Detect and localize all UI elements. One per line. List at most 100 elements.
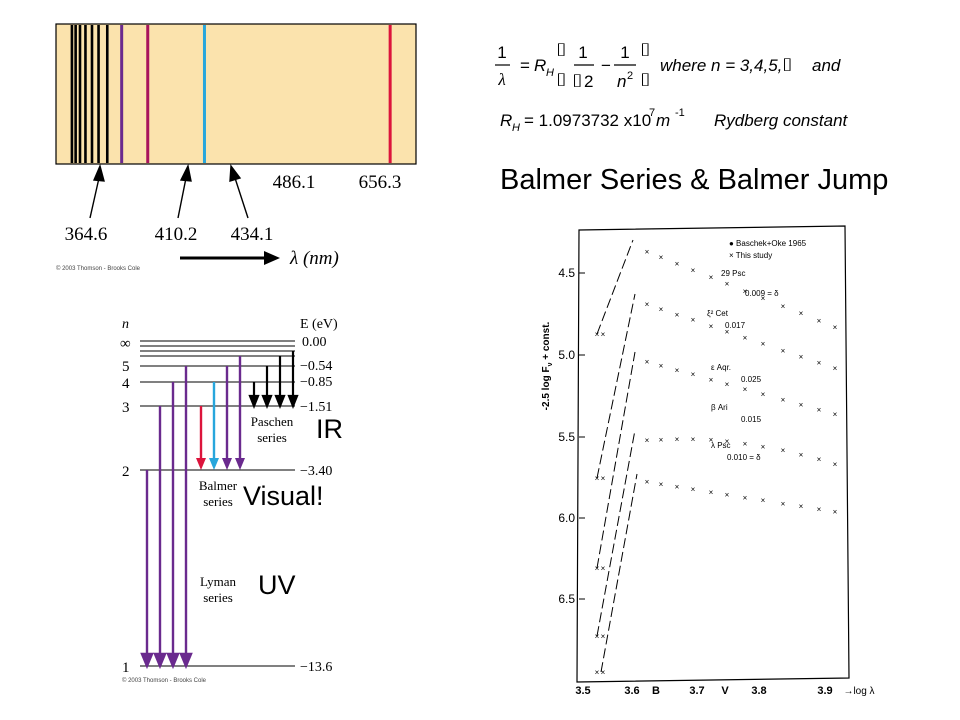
x-tick-39: 3.9	[817, 685, 832, 697]
plot-point-2: ×	[645, 248, 650, 257]
formula-n: n	[617, 72, 626, 91]
pointer-arrow-434	[234, 177, 249, 219]
n-header: n	[122, 317, 129, 332]
plot-point-31: ×	[659, 361, 664, 370]
plot-point-30: ×	[645, 357, 650, 366]
rh-unit-exp: -1	[675, 107, 685, 119]
plot-point-20: ×	[709, 322, 714, 331]
pointer-arrow-410	[177, 177, 187, 219]
plot-point-63: ×	[725, 490, 730, 499]
plot-point-55: ×	[833, 460, 838, 469]
plot-point-62: ×	[709, 488, 714, 497]
lyman-label-1: Lyman	[200, 574, 237, 589]
plot-point-57: ×	[601, 668, 606, 677]
y-axis-label: -2.5 log Fν + const.	[541, 321, 554, 410]
jump-line-2	[596, 293, 636, 479]
plot-point-65: ×	[761, 496, 766, 505]
star-name-betaari: β Ari	[711, 403, 728, 412]
pointer-arrowhead-434	[229, 164, 242, 182]
rh-symbol: R	[500, 111, 512, 130]
x-tick-38: 3.8	[751, 685, 766, 697]
label-656: 656.3	[359, 172, 402, 193]
label-364: 364.6	[65, 224, 108, 245]
wavelength-arrowhead	[264, 251, 280, 265]
level-n-3: 3	[122, 400, 130, 416]
plot-point-4: ×	[675, 260, 680, 269]
level-e-3: −1.51	[300, 400, 332, 415]
plot-point-67: ×	[799, 502, 804, 511]
star-name-epsaqr: ε Aqr.	[711, 363, 731, 372]
level-e-2: −3.40	[300, 464, 332, 479]
visual-label: Visual!	[243, 481, 324, 511]
plot-point-7: ×	[725, 280, 730, 289]
formula-one-b: 1	[578, 43, 587, 62]
formula-glyph-1: ⌷	[556, 40, 567, 60]
balmer-label-2: series	[203, 494, 233, 509]
level-e-inf: 0.00	[302, 335, 327, 350]
plot-point-16: ×	[645, 300, 650, 309]
star-name-xi2cet: ξ² Cet	[707, 309, 729, 318]
spectrum-credit: © 2003 Thomson - Brooks Cole	[56, 265, 141, 272]
plot-point-27: ×	[833, 364, 838, 373]
plot-frame	[576, 225, 850, 683]
plot-point-14: ×	[595, 474, 600, 483]
level-e-4: −0.85	[300, 375, 332, 390]
x-band-b: B	[652, 685, 660, 697]
rydberg-formula: 1 λ = R H ⌷ ⌷ 1 ⌷ 2 − 1 n 2 ⌷ ⌷ where n …	[495, 40, 849, 134]
level-n-4: 4	[122, 376, 130, 392]
plot-point-36: ×	[743, 385, 748, 394]
x-tick-35: 3.5	[575, 685, 590, 697]
jump-line-5	[600, 473, 638, 673]
plot-point-33: ×	[691, 370, 696, 379]
plot-point-50: ×	[743, 439, 748, 448]
pointer-arrowhead-410	[179, 163, 192, 182]
plot-point-9: ×	[761, 294, 766, 303]
star-delta-xi2cet: 0.017	[725, 321, 746, 330]
plot-point-42: ×	[595, 632, 600, 641]
plot-point-66: ×	[781, 499, 786, 508]
label-434: 434.1	[231, 224, 274, 245]
y-axis-label-main: -2.5 log F	[541, 366, 552, 410]
plot-point-3: ×	[659, 253, 664, 262]
x-tick-36: 3.6	[624, 685, 639, 697]
plot-point-61: ×	[691, 485, 696, 494]
plot-point-22: ×	[743, 333, 748, 342]
formula-and: and	[812, 56, 841, 75]
pointer-arrowhead-364	[92, 163, 105, 182]
y-tick-60: 6.0	[558, 511, 575, 525]
y-tick-45: 4.5	[558, 266, 575, 280]
plot-point-39: ×	[799, 400, 804, 409]
x-band-v: V	[721, 685, 729, 697]
plot-point-18: ×	[675, 310, 680, 319]
plot-point-44: ×	[645, 436, 650, 445]
plot-point-48: ×	[709, 436, 714, 445]
plot-point-47: ×	[691, 435, 696, 444]
balmer-jump-plot: -2.5 log Fν + const. 4.5 5.0 5.5 6.0 6.5…	[541, 225, 875, 697]
plot-point-38: ×	[781, 395, 786, 404]
formula-rh: R	[534, 56, 546, 75]
formula-two: 2	[584, 72, 593, 91]
paschen-arrowhead-2	[261, 394, 273, 409]
plot-point-1: ×	[601, 330, 606, 339]
paschen-arrowhead-4	[287, 394, 299, 409]
level-e-5: −0.54	[300, 359, 332, 374]
jump-line-3	[596, 351, 636, 569]
slide-title: Balmer Series & Balmer Jump	[500, 164, 889, 196]
label-486: 486.1	[273, 172, 316, 193]
e-header: E (eV)	[300, 317, 338, 332]
plot-point-32: ×	[675, 366, 680, 375]
plot-point-34: ×	[709, 375, 714, 384]
star-delta-lambdapsc: 0.010 = δ	[727, 453, 761, 462]
formula-glyph-3: ⌷	[572, 71, 583, 91]
rh-value: = 1.0973732 x10	[524, 111, 651, 130]
formula-glyph-2: ⌷	[556, 70, 567, 90]
spectrum-background	[55, 23, 417, 165]
plot-point-26: ×	[817, 359, 822, 368]
plot-point-69: ×	[833, 508, 838, 517]
plot-point-35: ×	[725, 380, 730, 389]
balmer-arrowhead-red	[196, 458, 206, 470]
plot-point-19: ×	[691, 316, 696, 325]
plot-point-15: ×	[601, 474, 606, 483]
balmer-arrowhead-violet-2	[235, 458, 245, 470]
